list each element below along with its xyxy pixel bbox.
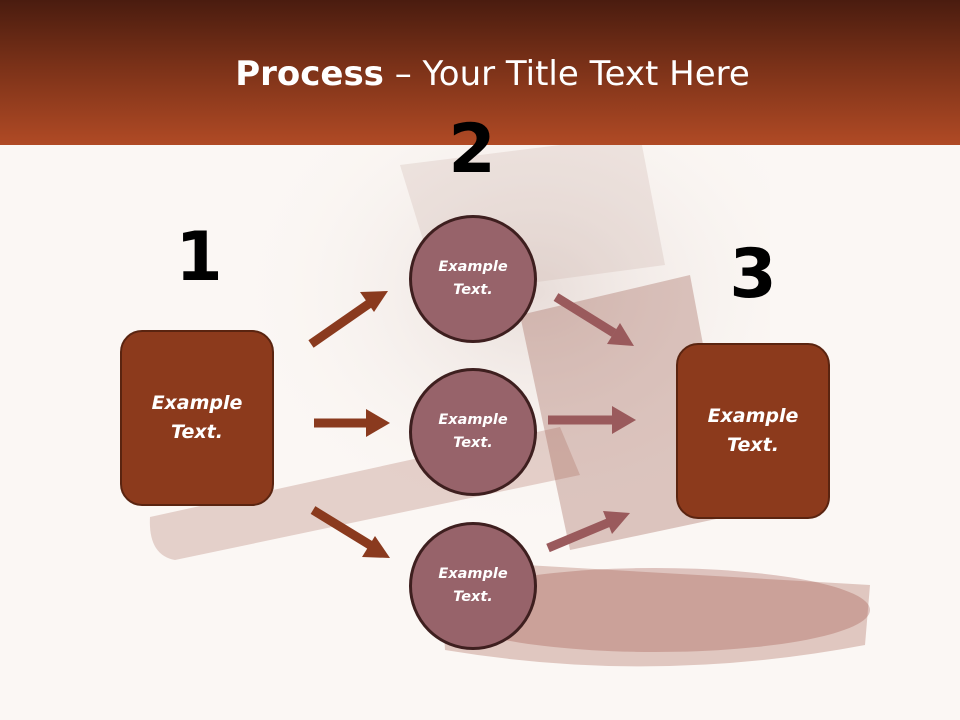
top-circle: Example Text. (409, 215, 537, 343)
left-box-line1: Example (151, 392, 243, 414)
arrow-to-top-circle (308, 291, 388, 348)
arrow-to-middle-circle (314, 409, 390, 437)
bottom-circle: Example Text. (409, 522, 537, 650)
right-box-line1: Example (707, 405, 799, 427)
gavel-background-image (149, 145, 870, 667)
top-circle-line2: Text. (453, 282, 493, 298)
bottom-circle-line1: Example (438, 566, 508, 582)
arrow-middle-to-right-box (548, 406, 636, 434)
title-rest: – Your Title Text Here (383, 54, 750, 94)
middle-circle-line2: Text. (453, 435, 493, 451)
step-number-2: 2 (448, 110, 496, 189)
top-circle-line1: Example (438, 259, 508, 275)
middle-circle: Example Text. (409, 368, 537, 496)
slide-title: Process – Your Title Text Here (0, 52, 960, 96)
step-number-1: 1 (175, 218, 223, 297)
middle-circle-line1: Example (438, 412, 508, 428)
arrow-bottom-to-right-box (546, 511, 630, 553)
step-number-3: 3 (729, 235, 777, 314)
left-step-box: Example Text. (120, 330, 274, 506)
right-box-line2: Text. (727, 434, 779, 456)
bottom-circle-line2: Text. (453, 589, 493, 605)
arrow-to-bottom-circle (310, 506, 390, 558)
title-banner (0, 0, 960, 145)
right-step-box: Example Text. (676, 343, 830, 519)
title-bold: Process (235, 54, 384, 94)
arrow-top-to-right-box (553, 293, 634, 346)
left-box-line2: Text. (171, 421, 223, 443)
